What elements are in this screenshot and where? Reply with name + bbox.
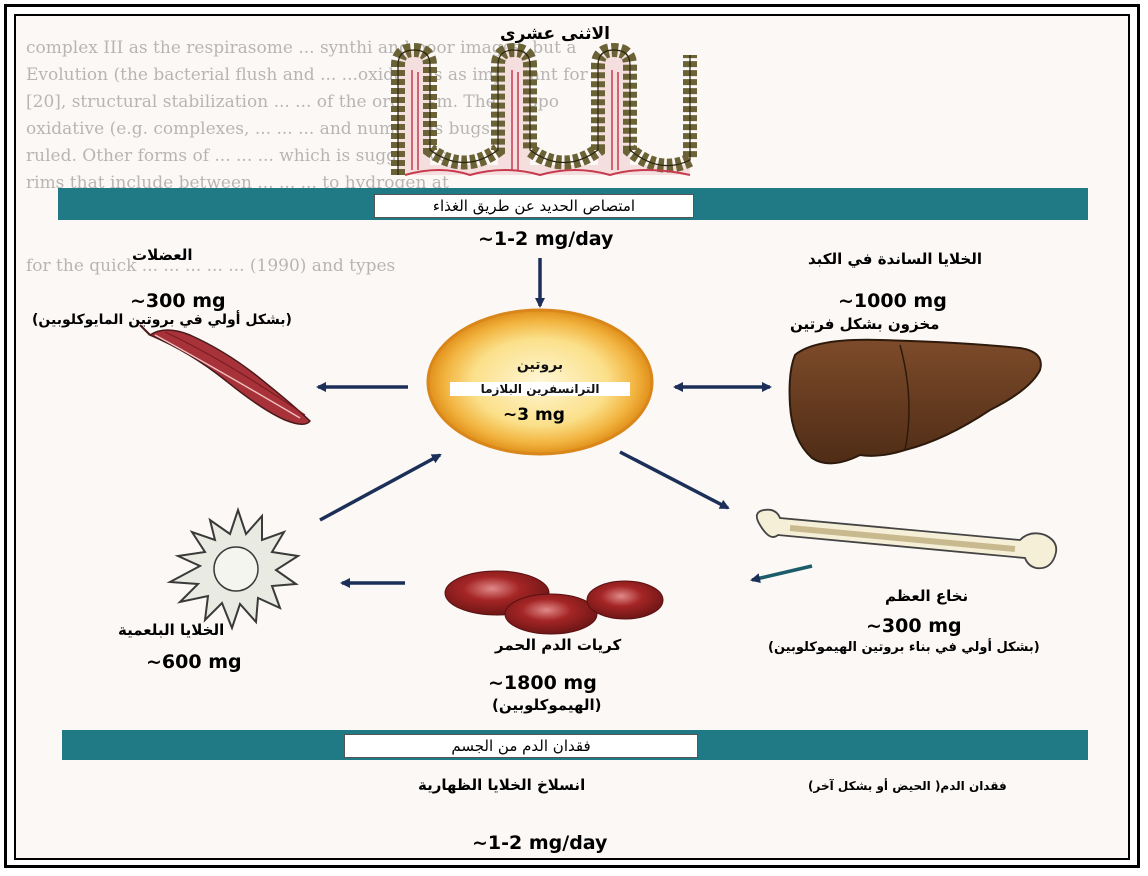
intestine-villi-illustration: [398, 50, 690, 175]
liver-label: الخلايا الساندة في الكبد: [808, 250, 982, 268]
center-line2: الترانسفرين البلازما: [450, 382, 630, 396]
liver-amount: ~1000 mg: [838, 290, 947, 312]
absorption-bar-label: امتصاص الحديد عن طريق الغذاء: [374, 194, 694, 218]
liver-illustration: [790, 340, 1041, 464]
intake-amount: ~1-2 mg/day: [478, 228, 613, 250]
liver-note: مخزون بشكل فرتين: [790, 315, 939, 333]
loss-bar-label: فقدان الدم من الجسم: [344, 734, 698, 758]
to-marrow-arrow: [620, 452, 728, 508]
marrow-to-rbc-arrow: [752, 566, 812, 580]
muscle-note: (بشكل أولي في بروتين المايوكلوبين): [32, 312, 292, 328]
marrow-amount: ~300 mg: [866, 615, 962, 637]
muscle-label: العضلات: [132, 246, 192, 264]
loss-amount: ~1-2 mg/day: [472, 832, 607, 854]
loss-right-label: فقدان الدم( الحيض أو بشكل آخر): [808, 779, 1007, 793]
center-line1: بروتين: [490, 357, 590, 373]
muscle-illustration: [140, 325, 310, 424]
marrow-label: نخاع العظم: [885, 587, 968, 605]
muscle-amount: ~300 mg: [130, 290, 226, 312]
marrow-note: (بشكل أولي في بناء بروتين الهيموكلوبين): [768, 640, 1040, 655]
rbc-illustration: [445, 571, 663, 634]
center-amount: ~3 mg: [503, 405, 565, 425]
bone-illustration: [757, 510, 1056, 569]
rbc-label: كريات الدم الحمر: [495, 636, 621, 654]
macrophage-amount: ~600 mg: [146, 651, 242, 673]
rbc-note: (الهيموكلوبين): [492, 696, 601, 714]
intestine-label: الاثنى عشرى: [500, 24, 610, 44]
rbc-amount: ~1800 mg: [488, 672, 597, 694]
loss-left-label: انسلاخ الخلايا الظهارية: [418, 776, 585, 794]
macrophage-label: الخلايا البلعمية: [118, 621, 224, 639]
from-macrophage-arrow: [320, 455, 440, 520]
macrophage-illustration: [170, 510, 298, 628]
